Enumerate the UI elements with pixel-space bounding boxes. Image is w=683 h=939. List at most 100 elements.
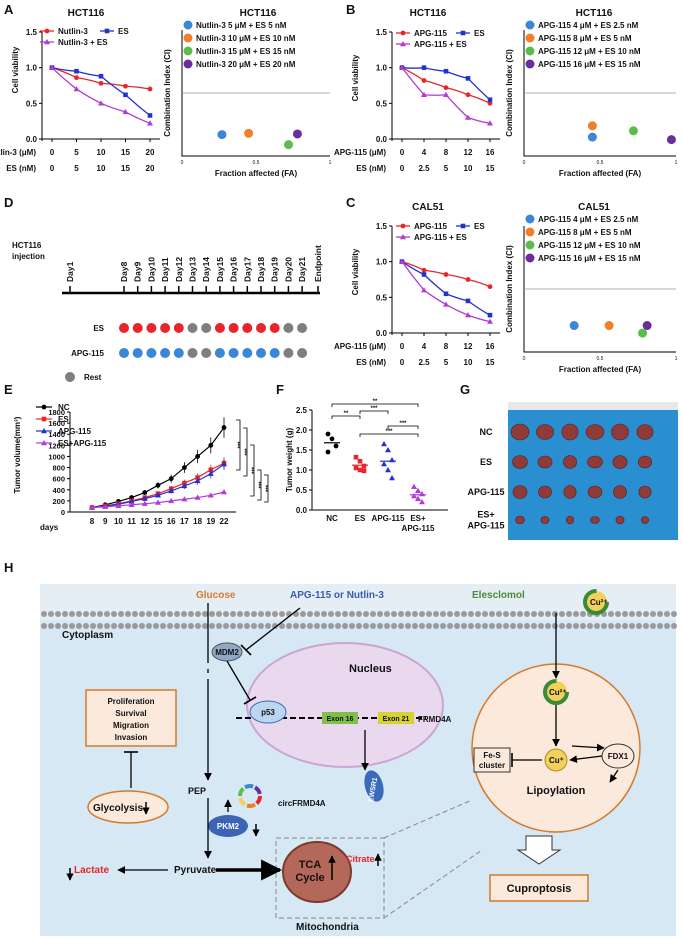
apg-dose-dot [173,348,184,358]
lipid-head [160,623,166,629]
data-point [155,482,161,488]
lipid-head [174,623,180,629]
cell-membrane [41,611,677,629]
legend-label: APG-115 12 μM + ES 10 nM [538,47,641,56]
lipid-head [461,611,467,617]
data-point [487,312,493,318]
data-point [208,442,214,448]
row-es-label: ES [93,324,104,333]
lipid-head [475,611,481,617]
lipid-head [426,623,432,629]
apg-dose-dot [160,348,171,358]
day-label: Day9 [133,261,143,282]
elesclomol-label: Elesclomol [472,590,525,601]
x-tick-label: 0 [181,160,184,166]
exon21-label: Exon 21 [383,716,410,723]
day-label: Day21 [297,257,307,282]
lipid-head [552,611,558,617]
y-tick-label: 0.0 [26,135,38,144]
dose-row2-value: 15 [486,164,495,173]
lipid-head [300,611,306,617]
ci-point [284,140,294,150]
lipid-head [440,623,446,629]
lipid-head [363,623,369,629]
y-tick-label: 0 [61,508,65,517]
lipid-head [230,623,236,629]
lipid-head [650,623,656,629]
legend-label: APG-115 4 μM + ES 2.5 nM [538,21,639,30]
panel-a-ci-title: HCT116 [240,8,277,19]
ci-point [638,328,648,338]
legend-label: APG-115 + ES [414,40,467,49]
legend-marker [41,440,47,446]
lipid-head [475,623,481,629]
es-dose-dot [228,323,239,333]
legend-dot [183,33,193,43]
data-point [465,76,471,81]
y-tick-label: 1600 [48,419,65,428]
lipid-head [461,623,467,629]
weight-point [415,495,421,501]
data-point [147,86,153,92]
tumor-specimen [510,423,530,441]
day-label: Day20 [283,257,293,282]
y-tick-label: 1000 [48,452,65,461]
tumor-specimen [585,424,605,440]
lipid-head [573,611,579,617]
legend-label: APG-115 + ES [414,233,467,242]
data-point [122,108,129,115]
legend-marker [104,28,110,34]
lipid-head [538,611,544,617]
apg-dose-dot [297,348,308,358]
data-point [181,482,188,489]
legend-dot [525,227,535,237]
data-point [115,502,122,509]
day-label: Day11 [160,257,170,282]
y-tick-label: 1.0 [376,64,388,73]
day-label: Day17 [242,257,252,282]
dose-row1-value: 16 [486,148,495,157]
tumor-specimen [540,516,550,524]
lipid-head [104,623,110,629]
es-dose-dot [283,323,294,333]
x-tick-label: 10 [114,517,123,526]
panel-f-ylabel: Tumor weight (g) [285,428,294,493]
data-point [142,490,148,495]
legend-marker [400,234,406,240]
lipid-head [251,623,257,629]
lipid-head [307,623,313,629]
y-tick-label: 1.5 [376,222,388,231]
legend-label: APG-115 16 μM + ES 15 nM [538,254,641,263]
data-point [443,291,449,297]
sig-stars: *** [385,429,393,435]
ci-xlabel: Fraction affected (FA) [215,169,298,178]
lipid-head [244,623,250,629]
lipid-head [629,623,635,629]
data-point [221,425,227,430]
circ-segment [246,802,256,808]
pkm2-oval [208,815,248,837]
data-point [443,272,449,277]
tumor-specimen [512,455,528,469]
y-tick-label: 1.5 [376,28,388,37]
lipid-head [650,611,656,617]
legend-label: Nutlin-3 + ES [58,38,108,47]
lipid-head [356,623,362,629]
legend-marker [41,428,47,434]
phenotype-line-2: Survival [115,709,146,718]
lipid-head [76,611,82,617]
sig-stars: ** [344,411,349,417]
tumor-specimen [515,515,525,525]
circ-segment [238,797,247,807]
legend-label: APG-115 [58,427,91,436]
sig-stars: *** [370,406,378,412]
data-point [73,86,80,92]
fes-line-1: Fe-S [483,751,501,760]
weight-point [325,449,331,455]
lipid-head [195,623,201,629]
ci-point [587,121,597,131]
lipid-head [160,611,166,617]
data-point [195,454,201,459]
